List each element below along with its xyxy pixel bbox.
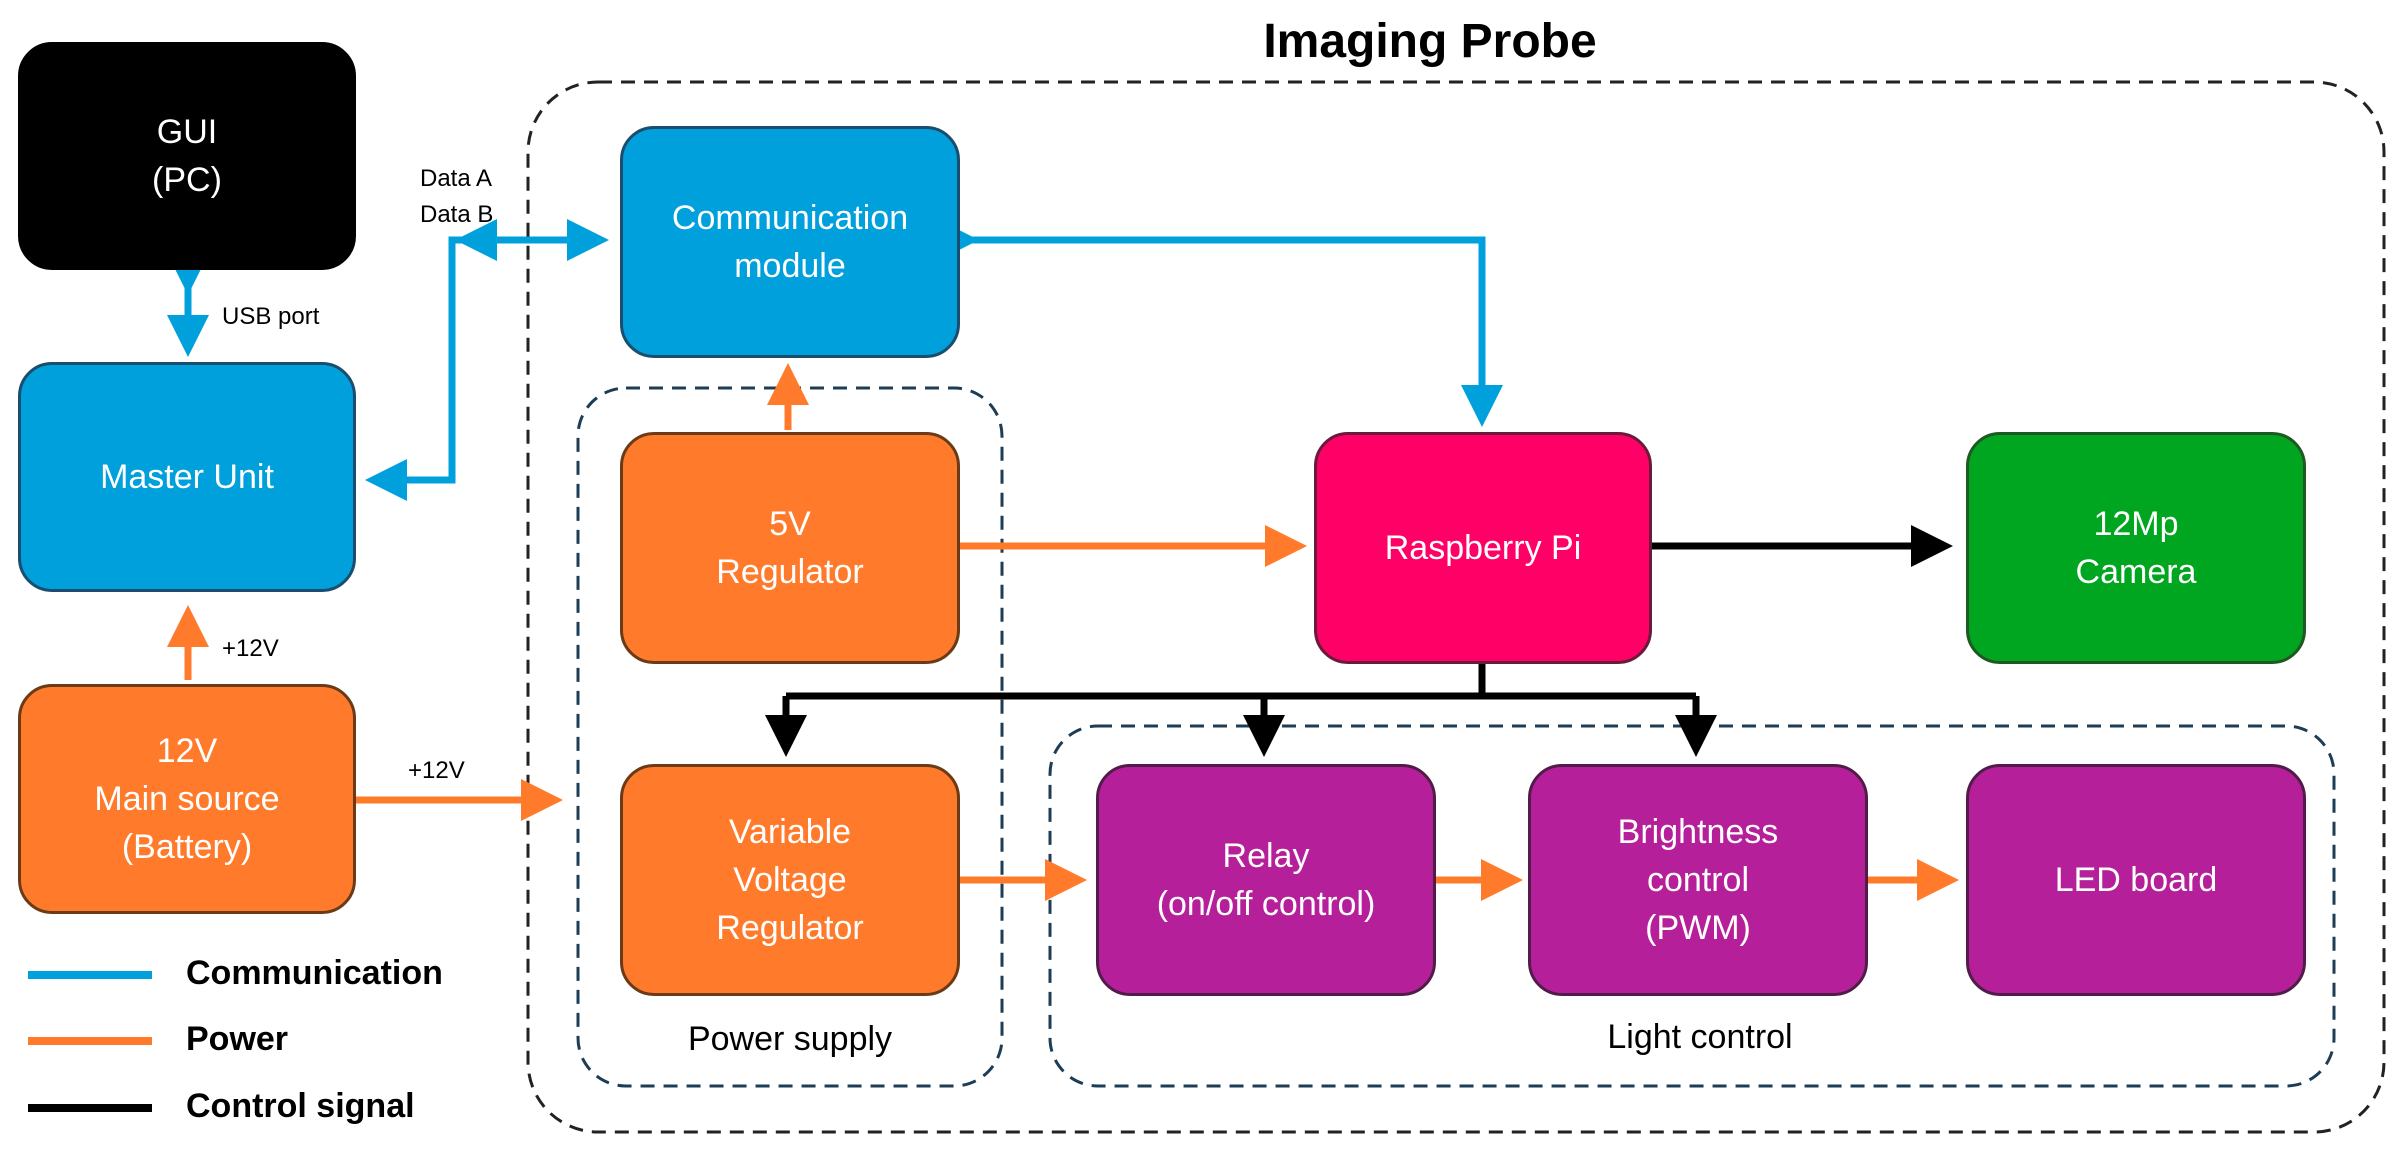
- brightness-line-3: (PWM): [1645, 909, 1751, 947]
- comm-rpi-link: [937, 219, 1503, 427]
- battery-line-2: Main source: [94, 780, 280, 818]
- vvr-line-3: Regulator: [716, 909, 864, 947]
- light-control-label: Light control: [1607, 1018, 1793, 1056]
- relay-line-2: (on/off control): [1156, 885, 1376, 923]
- gui-pc-block: GUI (PC): [18, 42, 356, 270]
- gui-line-2: (PC): [152, 161, 222, 199]
- communication-lines: [167, 219, 1503, 501]
- data-bus-link: [365, 219, 497, 501]
- led-board-label: LED board: [2054, 861, 2218, 899]
- battery-block: 12V Main source (Battery): [18, 684, 356, 914]
- data-a-label: Data A: [420, 165, 493, 192]
- master-unit-block: Master Unit: [18, 362, 356, 592]
- relay-block: Relay (on/off control): [1096, 764, 1436, 996]
- legend-power-label: Power: [186, 1020, 289, 1058]
- light-control-group: [1048, 724, 2336, 1088]
- reg5v-line-1: 5V: [769, 505, 811, 543]
- camera-line-1: 12Mp: [2093, 505, 2179, 543]
- power-lines: [167, 363, 1959, 901]
- gui-line-1: GUI: [156, 113, 218, 151]
- imaging-probe-group: [526, 80, 2386, 1134]
- plus12v-master-label: +12V: [222, 635, 279, 662]
- diagram-title: Imaging Probe: [1263, 15, 1597, 68]
- comm-line-1: Communication: [671, 199, 909, 237]
- led-board-block: LED board: [1966, 764, 2306, 996]
- vvr-line-1: Variable: [728, 813, 852, 851]
- regulator-5v-block: 5V Regulator: [620, 432, 960, 664]
- relay-line-1: Relay: [1222, 837, 1310, 875]
- brightness-line-1: Brightness: [1617, 813, 1779, 851]
- control-lines: [765, 525, 1953, 757]
- variable-voltage-regulator-block: Variable Voltage Regulator: [620, 764, 960, 996]
- camera-block: 12Mp Camera: [1966, 432, 2306, 664]
- rpi-label: Raspberry Pi: [1384, 529, 1582, 567]
- master-unit-label: Master Unit: [100, 458, 274, 496]
- communication-module-block: Communication module: [620, 126, 960, 358]
- power-supply-label: Power supply: [687, 1020, 893, 1058]
- raspberry-pi-block: Raspberry Pi: [1314, 432, 1652, 664]
- vvr-line-2: Voltage: [733, 861, 847, 899]
- brightness-line-2: control: [1646, 861, 1750, 899]
- battery-line-1: 12V: [156, 732, 218, 770]
- plus12v-probe-label: +12V: [408, 757, 465, 784]
- brightness-control-block: Brightness control (PWM): [1528, 764, 1868, 996]
- camera-line-2: Camera: [2075, 553, 2197, 591]
- reg5v-line-2: Regulator: [716, 553, 864, 591]
- battery-line-3: (Battery): [121, 828, 253, 866]
- usb-port-label: USB port: [222, 303, 320, 330]
- comm-line-2: module: [734, 247, 846, 285]
- legend-communication-label: Communication: [186, 954, 443, 992]
- data-b-label: Data B: [420, 201, 494, 228]
- legend-control-label: Control signal: [186, 1087, 415, 1125]
